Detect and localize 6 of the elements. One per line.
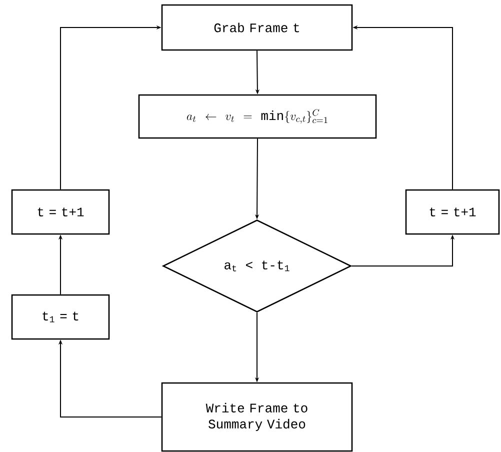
process-box: $a_t \leftarrow v_t = \min\{v_{c,t}\}_{c=1}^{C}$ (138, 94, 377, 139)
process-box: t = t+1 (405, 189, 500, 235)
process-box: t$_{1}$ = t (11, 294, 110, 340)
process-box: t = t+1 (11, 189, 110, 235)
process-box: Write Frame to Summary Video (161, 382, 353, 452)
process-box: Grab Frame t (161, 4, 353, 51)
